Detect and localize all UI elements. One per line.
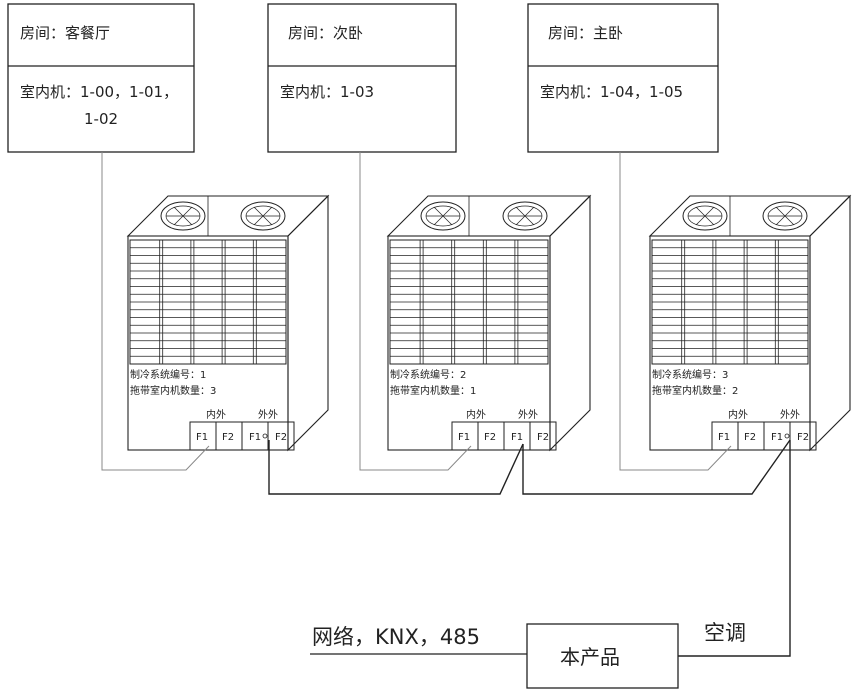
network-label: 网络，KNX，485 bbox=[312, 625, 480, 649]
terminal-f1-label: F1 bbox=[718, 432, 730, 443]
indoor-count-label: 拖带室内机数量：2 bbox=[652, 384, 738, 397]
terminal-block: F1 F2 F1 F2 bbox=[189, 421, 295, 451]
wire-room2-unit2 bbox=[359, 152, 472, 471]
outdoor-unit-3: 制冷系统编号：3 拖带室内机数量：2 内外 外外 F1 F2 F1 F2 bbox=[648, 194, 852, 452]
terminal-f2-label: F2 bbox=[484, 432, 496, 443]
room-to-unit-wiring bbox=[101, 152, 732, 471]
terminal-f1-label: F1 bbox=[458, 432, 470, 443]
terminal-f1-label: F1 bbox=[511, 432, 523, 443]
wire-room3-unit3 bbox=[619, 152, 732, 471]
outer-outer-label: 外外 bbox=[258, 409, 278, 421]
fan-icon bbox=[240, 201, 286, 231]
system-number-label: 制冷系统编号：2 bbox=[390, 368, 466, 381]
product-box: 本产品 bbox=[526, 623, 679, 689]
bus-wire-unit2-unit3 bbox=[522, 439, 791, 495]
outer-outer-label: 外外 bbox=[518, 409, 538, 421]
terminal-f1-label: F1 bbox=[196, 432, 208, 443]
inner-outer-label: 内外 bbox=[466, 408, 486, 421]
terminal-f2-label: F2 bbox=[537, 432, 549, 443]
coil-grille bbox=[389, 239, 549, 365]
room-box-2: 房间：次卧 室内机：1-03 bbox=[267, 3, 457, 153]
room-box-1: 房间：客餐厅 室内机：1-00，1-01， 1-02 bbox=[7, 3, 195, 153]
terminal-f2-label: F2 bbox=[797, 432, 809, 443]
system-number-label: 制冷系统编号：3 bbox=[652, 368, 728, 381]
coil-grille bbox=[129, 239, 287, 365]
system-number-label: 制冷系统编号：1 bbox=[130, 368, 206, 381]
fan-icon bbox=[762, 201, 808, 231]
coil-grille bbox=[651, 239, 809, 365]
bus-wire-unit3-product bbox=[678, 440, 791, 657]
inner-outer-label: 内外 bbox=[728, 408, 748, 421]
terminal-f2-label: F2 bbox=[275, 432, 287, 443]
fan-icon bbox=[160, 201, 206, 231]
room-label: 房间：次卧 bbox=[288, 24, 363, 42]
fan-icon bbox=[502, 201, 548, 231]
outdoor-unit-2: 制冷系统编号：2 拖带室内机数量：1 内外 外外 F1 F2 F1 F2 bbox=[386, 194, 592, 452]
terminal-f2-label: F2 bbox=[744, 432, 756, 443]
terminal-block: F1 F2 F1 F2 bbox=[451, 421, 557, 451]
indoor-count-label: 拖带室内机数量：1 bbox=[390, 384, 476, 397]
aircon-label: 空调 bbox=[704, 621, 746, 645]
indoor-units-label: 室内机：1-00，1-01， bbox=[20, 83, 178, 101]
product-label: 本产品 bbox=[560, 645, 620, 669]
terminal-f1-label: F1 bbox=[771, 432, 783, 443]
wire-room1-unit1 bbox=[101, 152, 210, 471]
fan-icon bbox=[682, 201, 728, 231]
bus-wire-unit1-unit2 bbox=[268, 440, 524, 495]
indoor-units-label: 室内机：1-03 bbox=[280, 83, 374, 101]
fan-icon bbox=[420, 201, 466, 231]
indoor-count-label: 拖带室内机数量：3 bbox=[130, 384, 216, 397]
room-box-3: 房间：主卧 室内机：1-04，1-05 bbox=[527, 3, 719, 153]
inner-outer-label: 内外 bbox=[206, 408, 226, 421]
terminal-f2-label: F2 bbox=[222, 432, 234, 443]
indoor-units-label: 室内机：1-04，1-05 bbox=[540, 83, 683, 101]
room-label: 房间：主卧 bbox=[548, 24, 623, 42]
outdoor-bus-wiring bbox=[268, 439, 791, 657]
terminal-f1-label: F1 bbox=[249, 432, 261, 443]
outer-outer-label: 外外 bbox=[780, 409, 800, 421]
outdoor-unit-1: 制冷系统编号：1 拖带室内机数量：3 内外 外外 F1 F2 F1 F2 bbox=[126, 194, 330, 452]
terminal-block: F1 F2 F1 F2 bbox=[711, 421, 817, 451]
room-label: 房间：客餐厅 bbox=[20, 24, 110, 42]
indoor-units-label-cont: 1-02 bbox=[84, 110, 118, 128]
